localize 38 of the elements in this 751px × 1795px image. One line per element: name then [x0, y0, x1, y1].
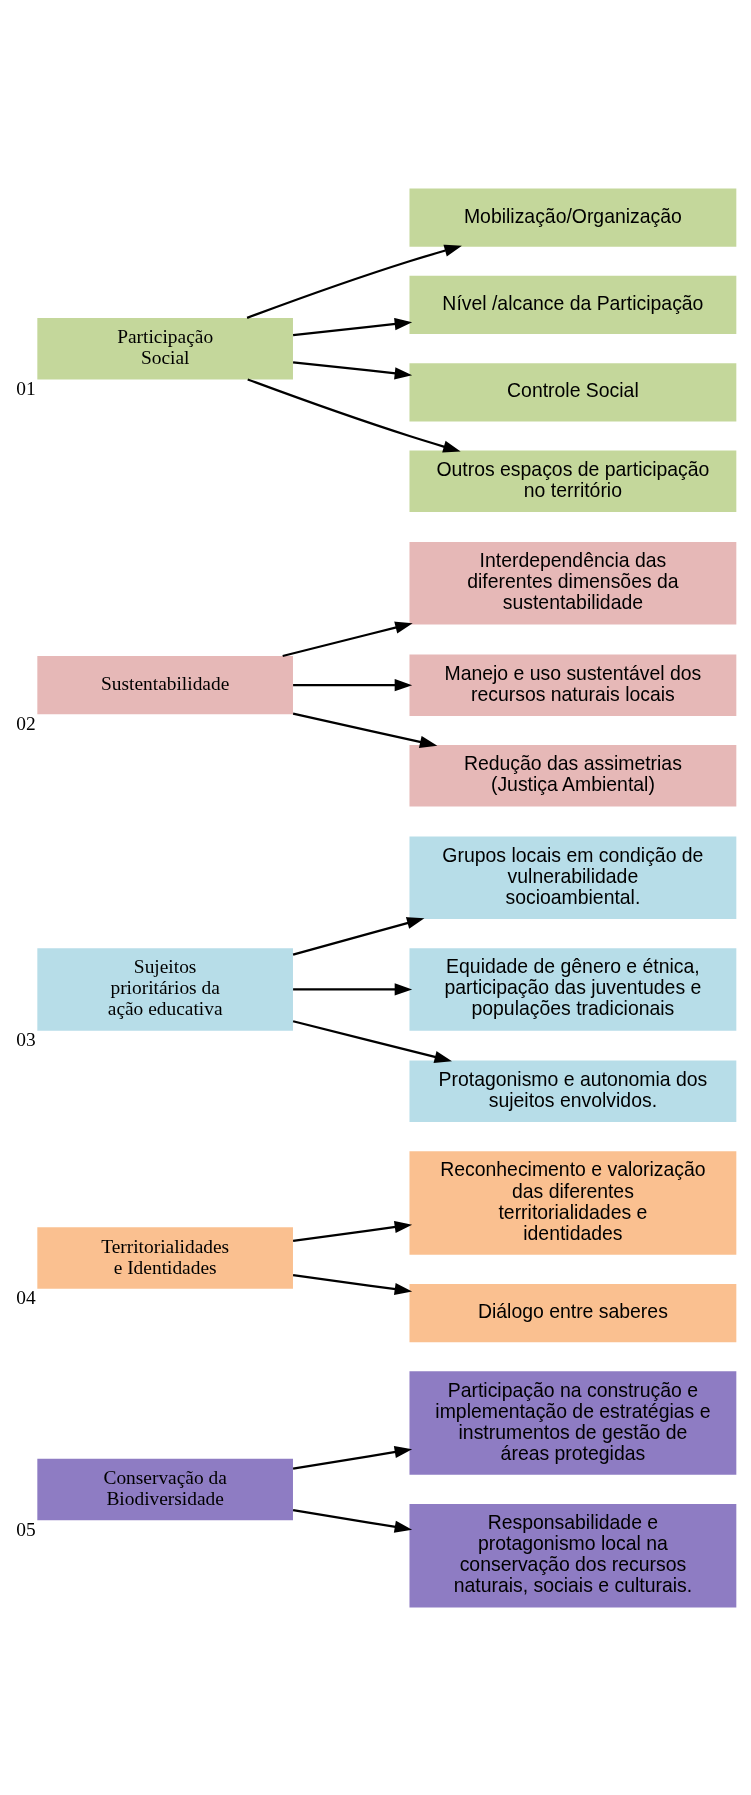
arrow [292, 916, 425, 956]
arrow [282, 621, 413, 657]
node-box: Outros espaços de participação no território [409, 450, 737, 512]
node-box: Responsabilidade e protagonismo local na conservação dos recursos naturais, sociais e culturais. [409, 1503, 737, 1608]
node-label: 01 [16, 377, 36, 399]
node-box: Nível /alcance da Participação [409, 275, 737, 334]
arrow [293, 982, 413, 996]
arrow [293, 678, 413, 691]
node-box: Reconhecimento e valorização das diferentes territorialidades e identidades [409, 1150, 737, 1255]
arrow [292, 1445, 413, 1470]
node-label: 05 [16, 1518, 36, 1540]
node-box: Conservação da Biodiversidade [37, 1458, 293, 1520]
node-box: Protagonismo e autonomia dos sujeitos envolvidos. [409, 1060, 737, 1122]
arrow [292, 711, 438, 748]
node-box: Participação na construção e implementação de estratégias e instrumentos de gestão de áreas protegidas [409, 1370, 737, 1475]
node-box: Participação Social [37, 317, 293, 379]
arrow [292, 360, 413, 379]
node-label: 04 [16, 1286, 36, 1308]
arrow [292, 1273, 413, 1295]
arrow [292, 1508, 413, 1533]
node-label: 03 [16, 1028, 36, 1050]
node-box: Territorialidades e Identidades [37, 1226, 293, 1289]
node-box: Sujeitos prioritários da ação educativa [37, 947, 293, 1031]
node-box: Equidade de gênero e étnica, participação das juventudes e populações tradicionais [409, 947, 737, 1031]
arrow [292, 1220, 413, 1242]
node-box: Manejo e uso sustentável dos recursos naturais locais [409, 654, 737, 716]
arrow [292, 1019, 452, 1063]
node-box: Mobilização/Organização [409, 187, 737, 247]
node-box: Interdependência das diferentes dimensões da sustentabilidade [409, 541, 737, 625]
node-box: Grupos locais em condição de vulnerabilidade socioambiental. [409, 836, 737, 919]
node-box: Redução das assimetrias (Justiça Ambiental) [409, 744, 737, 807]
arrow [292, 317, 413, 336]
node-box: Controle Social [409, 362, 737, 421]
arrow [246, 244, 462, 319]
node-box: Sustentabilidade [37, 655, 293, 714]
node-box: Diálogo entre saberes [409, 1283, 737, 1342]
arrow [247, 377, 461, 452]
node-label: 02 [16, 712, 36, 734]
